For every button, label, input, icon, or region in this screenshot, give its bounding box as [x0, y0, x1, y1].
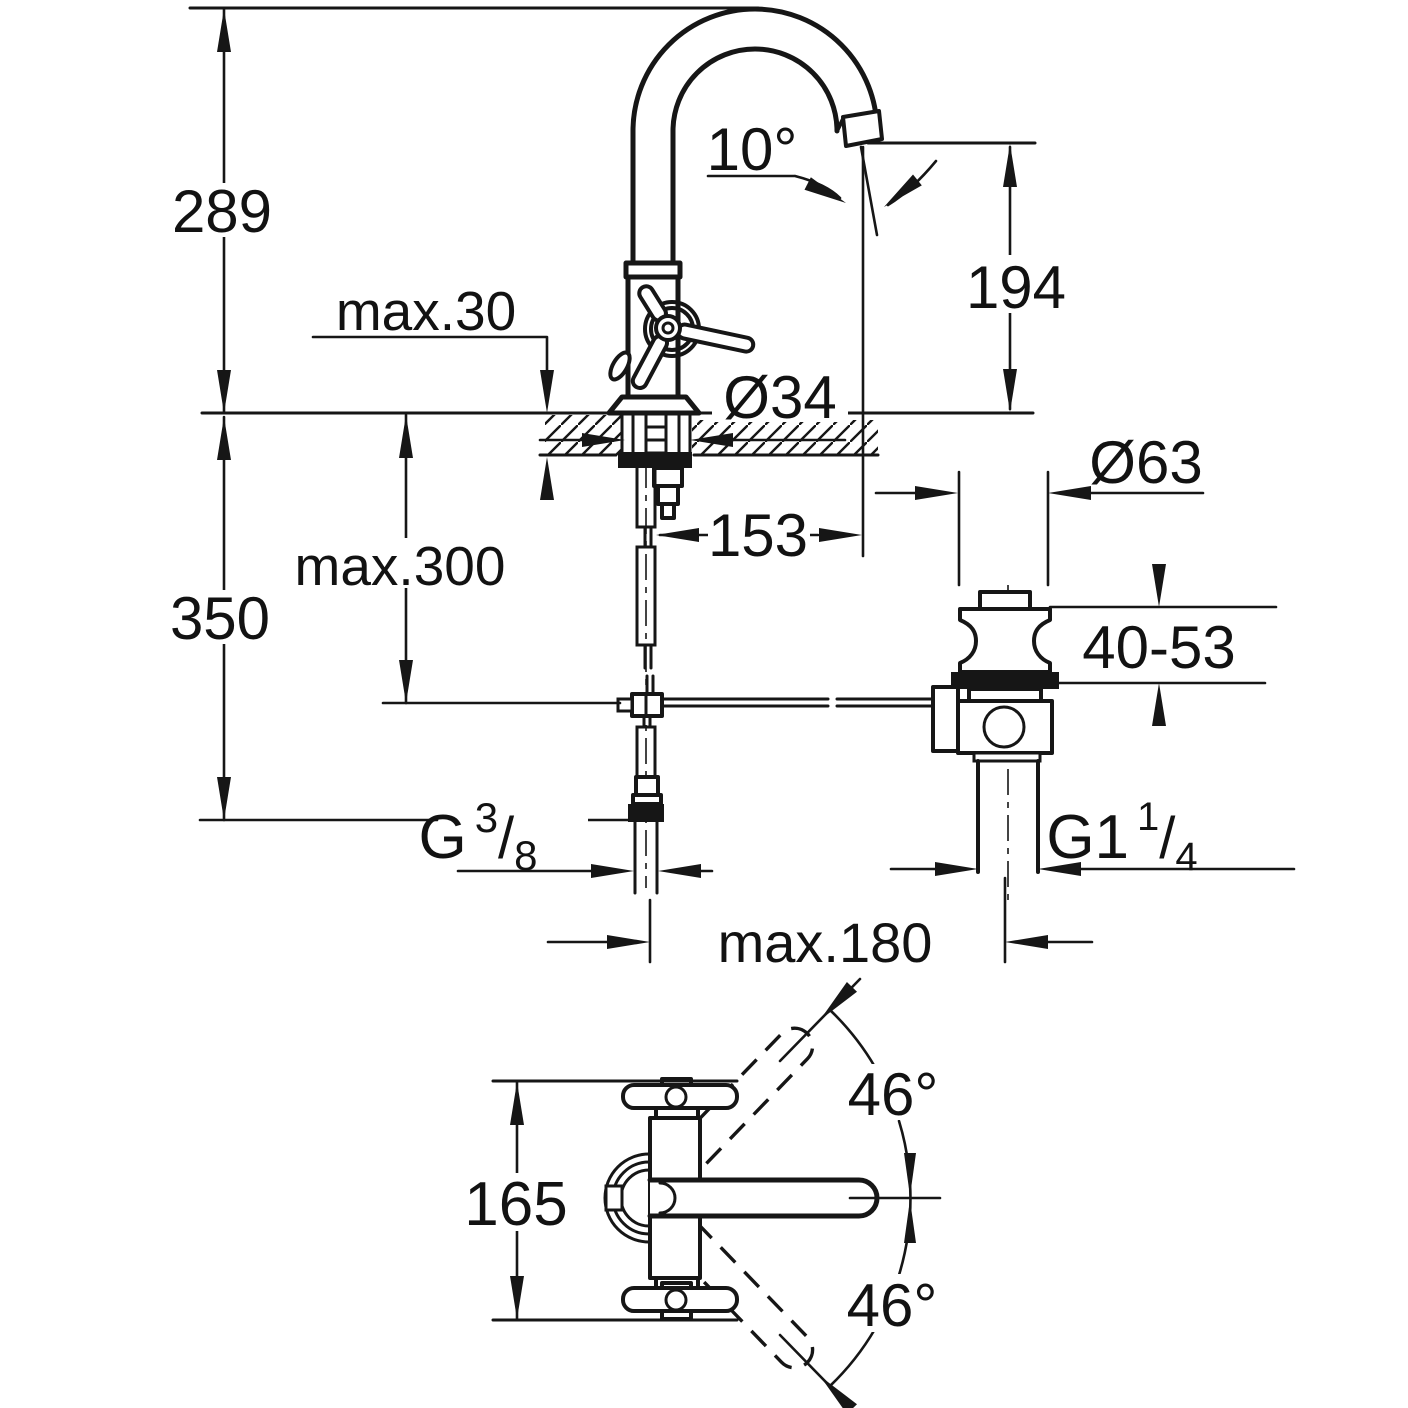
rod-adjustment-knob	[931, 685, 960, 753]
spout-joint-arc	[658, 1181, 677, 1215]
g38-union-nut	[628, 804, 664, 822]
drain-tailpipe	[976, 759, 1040, 874]
hose-end-fitting	[634, 775, 660, 797]
top-handle-screw	[664, 1085, 688, 1109]
dim-max30-leader	[311, 335, 549, 374]
bottom-handle-screw	[664, 1288, 688, 1312]
pop-up-guide-3	[660, 502, 676, 520]
rod-1	[643, 525, 653, 549]
pop-up-guide-1	[652, 466, 684, 488]
drain-gasket	[951, 672, 1059, 689]
escutcheon-base	[606, 394, 702, 416]
dim-label-d63: Ø63	[1089, 429, 1202, 496]
dim-lines-4053	[1048, 605, 1278, 685]
rod-2	[643, 643, 655, 696]
drain-plug-knob	[978, 590, 1032, 611]
dim-label-4053: 40-53	[1082, 614, 1235, 681]
spout-outer-arc	[630, 6, 880, 134]
dim-label-289: 289	[172, 178, 272, 245]
shank-detail	[644, 425, 668, 442]
dim-label-165: 165	[464, 1170, 567, 1239]
horizontal-pop-up-rod	[660, 697, 935, 708]
dim-label-max300: max.300	[295, 535, 506, 597]
dim-label-max180: max.180	[718, 911, 933, 974]
dim-label-d34: Ø34	[723, 364, 836, 431]
dim-label-max30: max.30	[336, 280, 516, 342]
mounting-deck	[200, 411, 1035, 457]
dim-line-d63	[874, 470, 1205, 587]
dim-label-46-top: 46°	[848, 1061, 939, 1128]
supply-tails	[633, 820, 659, 895]
plan-view	[491, 977, 942, 1408]
tee-end-cap	[616, 697, 634, 713]
drain-flange	[958, 607, 1052, 674]
under-deck-assembly	[616, 411, 935, 895]
pop-up-guide-2	[656, 484, 680, 506]
hose-end-collar	[631, 793, 663, 806]
dim-label-350: 350	[170, 585, 270, 652]
pop-up-lever	[608, 350, 632, 382]
shank-core	[644, 411, 668, 455]
spout-inner-arc	[670, 46, 840, 134]
dim-label-46-bottom: 46°	[847, 1272, 938, 1339]
threaded-shank	[620, 411, 692, 457]
escutcheon-tab	[604, 1184, 624, 1212]
dim-label-153: 153	[708, 502, 808, 569]
drain-valve-body	[956, 699, 1054, 755]
tri-spoke-handle	[630, 284, 756, 390]
dimension-labels: 289 350 max.30 max.300 10° 194 Ø34 153 Ø…	[170, 116, 1240, 1339]
aerator-tip	[841, 109, 884, 148]
tailpipe-flange	[972, 751, 1042, 763]
dim-line-max180	[546, 876, 1094, 964]
dimensions-side-view	[198, 6, 1296, 964]
dim-label-angle10: 10°	[707, 116, 798, 183]
rod-3	[642, 714, 652, 729]
riser-pipe	[630, 128, 676, 266]
spout-plan	[647, 1177, 880, 1219]
dim-label-194: 194	[966, 254, 1066, 321]
pop-up-waste-assembly	[931, 585, 1059, 900]
side-view-faucet-outline	[188, 6, 884, 558]
drain-ball	[982, 705, 1026, 749]
dim-165-references	[491, 1079, 739, 1322]
